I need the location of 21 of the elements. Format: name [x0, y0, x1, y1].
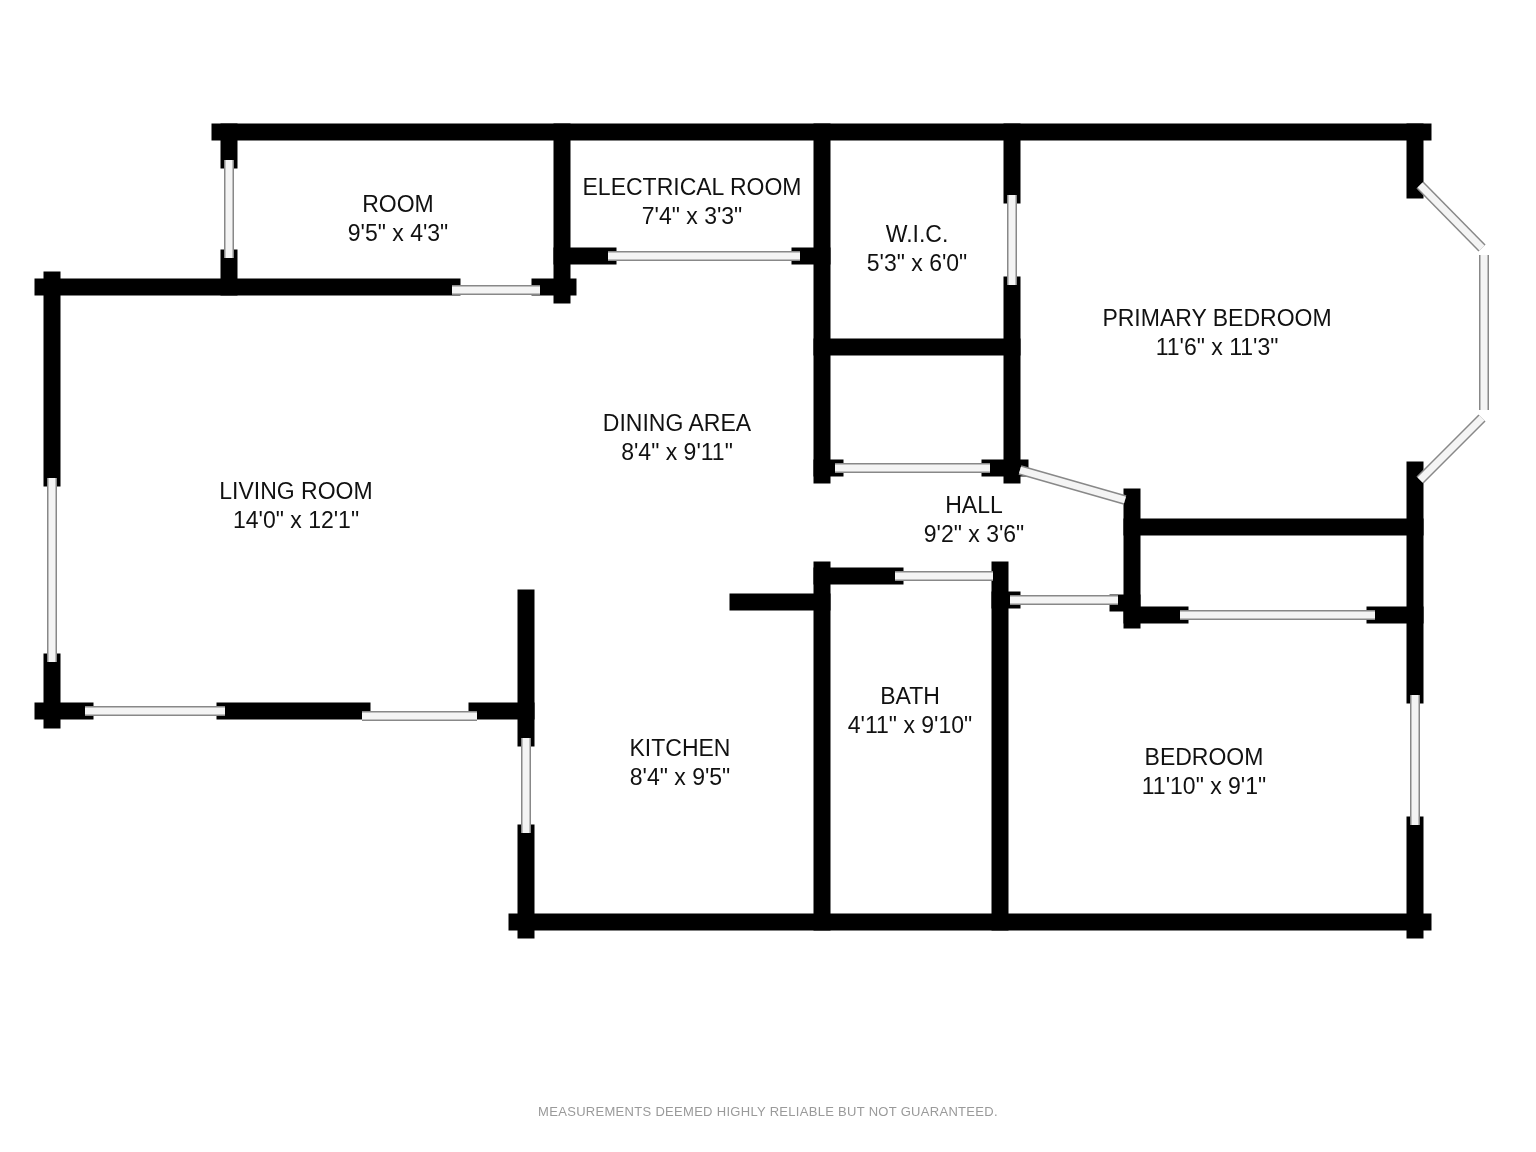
room-name: DINING AREA: [602, 412, 752, 435]
room-name: KITCHEN: [629, 737, 731, 760]
room-name: LIVING ROOM: [219, 480, 373, 503]
disclaimer-note: MEASUREMENTS DEEMED HIGHLY RELIABLE BUT NOT GUARANTEED.: [537, 1104, 999, 1119]
room-name: PRIMARY BEDROOM: [1102, 307, 1332, 330]
room-dimensions: 4'11" x 9'10": [847, 714, 973, 737]
room-dimensions: 11'6" x 11'3": [1155, 336, 1279, 359]
room-dimensions: 7'4" x 3'3": [641, 205, 743, 228]
room-dimensions: 8'4" x 9'11": [621, 441, 733, 464]
room-name: W.I.C.: [885, 223, 949, 246]
room-dimensions: 9'5" x 4'3": [347, 222, 449, 245]
room-dimensions: 5'3" x 6'0": [866, 252, 968, 275]
room-name: ROOM: [362, 193, 434, 216]
room-name: ELECTRICAL ROOM: [582, 176, 802, 199]
room-name: HALL: [945, 494, 1003, 517]
room-dimensions: 11'10" x 9'1": [1141, 775, 1267, 798]
room-dimensions: 14'0" x 12'1": [232, 509, 360, 532]
room-dimensions: 9'2" x 3'6": [923, 523, 1025, 546]
room-name: BATH: [880, 685, 940, 708]
room-dimensions: 8'4" x 9'5": [629, 766, 731, 789]
room-name: BEDROOM: [1144, 746, 1264, 769]
